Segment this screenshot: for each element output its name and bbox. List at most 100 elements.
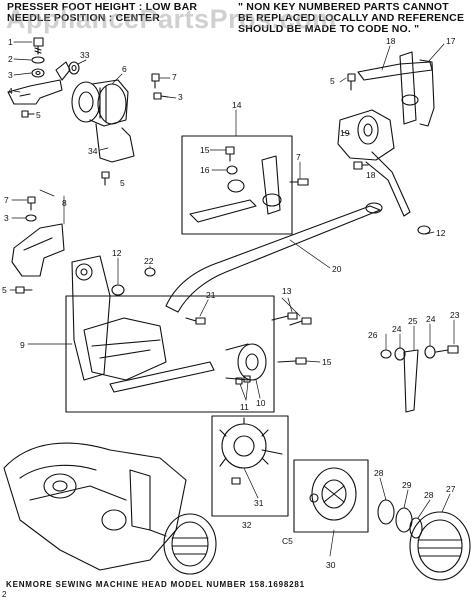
callout-32: 32 <box>242 520 252 530</box>
gear-inset <box>211 415 289 517</box>
washer-part-3b <box>25 214 37 222</box>
callout-numbers: 1 2 3 4 5 33 6 7 3 34 5 17 18 5 19 18 14… <box>2 36 460 570</box>
clip-part-12a <box>417 225 431 235</box>
screw-part-5d <box>15 286 33 294</box>
inset-box-9 <box>65 295 275 413</box>
callout-21: 21 <box>206 290 216 300</box>
callout-20: 20 <box>332 264 342 274</box>
nut-part-16 <box>226 165 238 175</box>
washer-part-2 <box>31 56 45 64</box>
callout-5b: 5 <box>120 178 125 188</box>
screw-part-13a <box>271 312 298 321</box>
callout-17: 17 <box>446 36 456 46</box>
note-line-2: BE REPLACED LOCALLY AND REFERENCE <box>238 12 465 24</box>
callout-18b: 18 <box>366 170 376 180</box>
gear-part-31 <box>221 423 267 469</box>
part-28a <box>377 499 395 525</box>
small-link <box>55 61 71 81</box>
screw-part-18b <box>353 161 369 170</box>
nut-part-26 <box>380 349 392 359</box>
link-bar <box>189 199 257 223</box>
callout-15b: 15 <box>322 357 332 367</box>
callout-1: 1 <box>8 37 13 47</box>
lever-group-23-26 <box>380 345 459 413</box>
callout-8: 8 <box>62 198 67 208</box>
callout-14: 14 <box>232 100 242 110</box>
callout-24b: 24 <box>426 314 436 324</box>
screw-part-5a <box>21 110 35 118</box>
cam-inset <box>293 459 369 533</box>
lever-arm <box>365 151 411 217</box>
knob-part-27 <box>409 511 471 581</box>
cam-part-10 <box>237 343 267 381</box>
callout-c5: C5 <box>282 536 293 546</box>
callout-15: 15 <box>200 145 210 155</box>
callout-28b: 28 <box>424 490 434 500</box>
screw-part-11b <box>243 375 251 383</box>
shaft-bar <box>109 361 215 393</box>
leader-lines <box>9 41 455 557</box>
screw-part-11a <box>235 377 243 385</box>
callout-19: 19 <box>340 128 350 138</box>
machine-casting <box>3 442 187 571</box>
model-number-caption: KENMORE SEWING MACHINE HEAD MODEL NUMBER… <box>6 580 305 589</box>
inset-box-14 <box>181 135 293 235</box>
knob-assembly <box>377 499 471 581</box>
inset-box-30 <box>293 459 369 533</box>
screw-part-7a <box>151 73 160 89</box>
screw-part-15b <box>277 357 307 365</box>
needle-position-text: NEEDLE POSITION : CENTER <box>7 12 160 24</box>
screw-part-21 <box>185 317 206 325</box>
washer-part-22 <box>144 267 156 277</box>
note-line-1: " NON KEY NUMBERED PARTS CANNOT <box>238 1 449 13</box>
screw-part-5b <box>101 171 110 186</box>
callout-5: 5 <box>36 110 41 120</box>
corner-mark: 2 <box>2 590 7 599</box>
non-key-parts-note: " NON KEY NUMBERED PARTS CANNOT BE REPLA… <box>238 2 470 35</box>
callout-30: 30 <box>326 560 336 570</box>
callout-12b: 12 <box>112 248 122 258</box>
frame-bracket-part-8 <box>11 196 65 294</box>
washer-part-24a <box>394 347 406 361</box>
nut-part-3 <box>31 68 45 78</box>
callout-33: 33 <box>80 50 90 60</box>
callout-29: 29 <box>402 480 412 490</box>
callout-28: 28 <box>374 468 384 478</box>
callout-18: 18 <box>386 36 396 46</box>
connecting-rod-part-20 <box>165 202 383 313</box>
callout-6: 6 <box>122 64 127 74</box>
top-right-assembly <box>337 51 435 235</box>
callout-3b: 3 <box>178 92 183 102</box>
screw-part-15a <box>225 146 235 162</box>
needle-drive-inset <box>181 135 309 235</box>
stitch-mechanism-inset <box>65 255 312 413</box>
callout-5d: 5 <box>2 285 7 295</box>
callout-3: 3 <box>8 70 13 80</box>
screw-part-13b <box>289 317 312 326</box>
clip-part-12b <box>111 284 125 296</box>
callout-24: 24 <box>392 324 402 334</box>
machine-head-cutaway <box>3 442 217 575</box>
callout-16: 16 <box>200 165 210 175</box>
callout-22: 22 <box>144 256 154 266</box>
note-line-3: SHOULD BE MADE TO CODE NO. " <box>238 23 420 35</box>
presser-foot-note: PRESSER FOOT HEIGHT : LOW BAR NEEDLE POS… <box>7 2 232 24</box>
washer-part-24b <box>424 345 436 359</box>
motor-mount-part-34 <box>95 123 135 163</box>
screw-part-7b <box>289 178 309 186</box>
presser-foot-height-text: PRESSER FOOT HEIGHT : LOW BAR <box>7 1 198 13</box>
washer-part-33 <box>68 61 80 75</box>
callout-26: 26 <box>368 330 378 340</box>
part-28b <box>409 517 423 539</box>
callout-4: 4 <box>8 86 13 96</box>
callout-13: 13 <box>282 286 292 296</box>
side-plate <box>71 255 111 381</box>
callout-10: 10 <box>256 398 266 408</box>
callout-27: 27 <box>446 484 456 494</box>
callout-7b: 7 <box>296 152 301 162</box>
callout-7c: 7 <box>4 195 9 205</box>
screw-part-7c <box>27 196 36 211</box>
callout-5c: 5 <box>330 76 335 86</box>
screw-part-1 <box>33 37 44 55</box>
